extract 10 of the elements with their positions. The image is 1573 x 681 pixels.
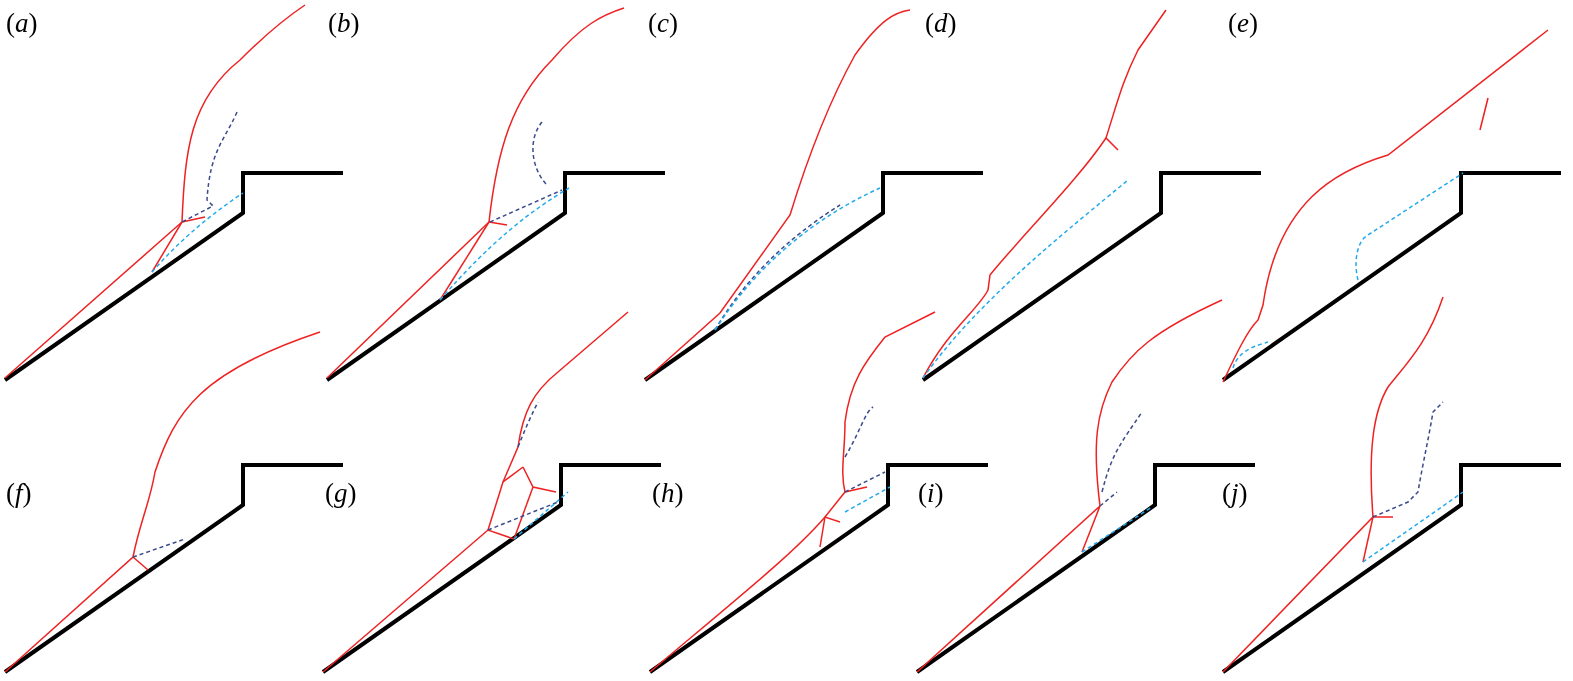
panel-label: (b) — [328, 8, 360, 38]
panel-label: (h) — [652, 478, 684, 508]
panel-label: (g) — [325, 478, 357, 508]
panel-label: (d) — [925, 8, 957, 38]
panel-label: (j) — [1222, 478, 1248, 508]
panel-label: (f) — [6, 478, 32, 508]
panel-label: (c) — [648, 8, 678, 38]
panel-label: (e) — [1228, 8, 1258, 38]
panel-label: (i) — [918, 478, 944, 508]
panel-label: (a) — [6, 8, 38, 38]
